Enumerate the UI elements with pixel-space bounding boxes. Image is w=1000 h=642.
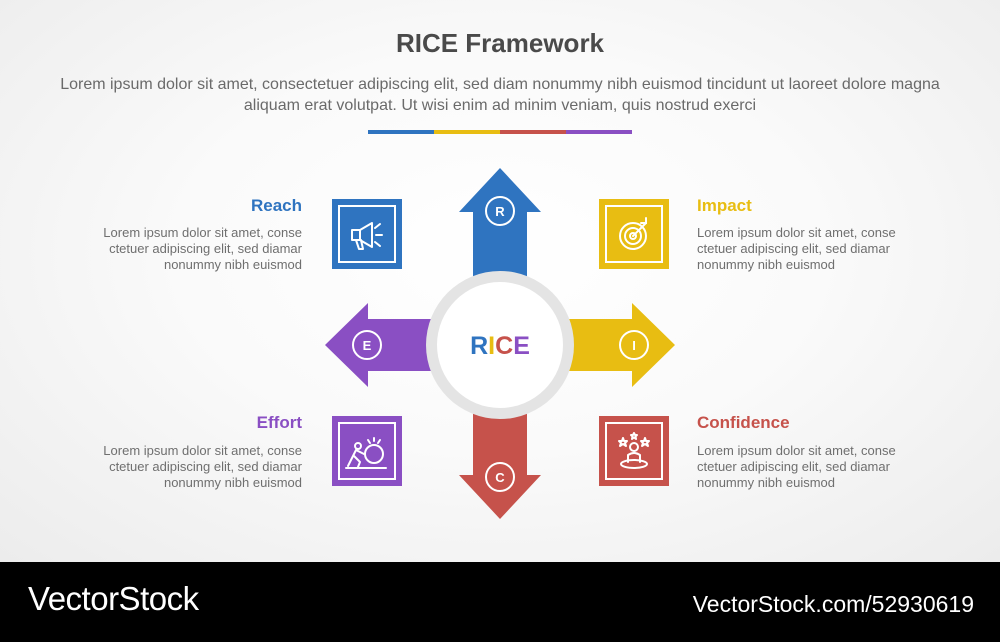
page-subtitle: Lorem ipsum dolor sit amet, consectetuer… bbox=[60, 76, 940, 114]
divider-bar-impact bbox=[434, 130, 500, 134]
confidence-badge bbox=[485, 462, 515, 492]
effort-desc-line: Lorem ipsum dolor sit amet, conse bbox=[103, 443, 302, 458]
center-disc bbox=[437, 282, 563, 408]
impact-badge bbox=[619, 330, 649, 360]
impact-description: Lorem ipsum dolor sit amet, conse ctetue… bbox=[697, 225, 937, 273]
reach-desc-line: Lorem ipsum dolor sit amet, conse bbox=[103, 225, 302, 240]
effort-badge-letter: E bbox=[363, 338, 372, 353]
megaphone-icon bbox=[351, 222, 383, 250]
target-icon bbox=[619, 217, 647, 250]
divider-bar-confidence bbox=[500, 130, 566, 134]
divider-bar-reach bbox=[368, 130, 434, 134]
center-rice-text: RICE bbox=[470, 332, 530, 360]
confidence-arrow bbox=[459, 400, 541, 519]
vectorstock-logo: VectorStock bbox=[28, 580, 199, 617]
confidence-badge-letter: C bbox=[495, 470, 505, 485]
center-letter-c: C bbox=[495, 332, 513, 360]
confidence-desc-line: ctetuer adipiscing elit, sed diamar bbox=[697, 459, 890, 474]
confidence-desc-line: nonummy nibh euismod bbox=[697, 475, 836, 490]
divider-bar-effort bbox=[566, 130, 632, 134]
page-title: RICE Framework bbox=[395, 28, 605, 58]
reach-badge-letter: R bbox=[495, 204, 505, 219]
center-letter-i: I bbox=[488, 332, 495, 360]
reach-arrow bbox=[459, 168, 541, 290]
impact-desc-line: Lorem ipsum dolor sit amet, conse bbox=[697, 225, 896, 240]
reach-desc-line: ctetuer adipiscing elit, sed diamar bbox=[109, 241, 302, 256]
reach-desc-line: nonummy nibh euismod bbox=[163, 257, 302, 272]
impact-desc-line: nonummy nibh euismod bbox=[697, 257, 836, 272]
impact-desc-line: ctetuer adipiscing elit, sed diamar bbox=[697, 241, 890, 256]
infographic-canvas: RICE Framework Lorem ipsum dolor sit ame… bbox=[0, 0, 1000, 562]
effort-arrow bbox=[325, 303, 440, 387]
impact-label: Impact bbox=[697, 196, 752, 215]
person-stars-icon bbox=[618, 432, 650, 469]
impact-icon-box bbox=[599, 199, 669, 269]
impact-arrow bbox=[560, 303, 675, 387]
pushing-boulder-icon bbox=[345, 437, 387, 469]
confidence-icon-box bbox=[599, 416, 669, 486]
reach-description: Lorem ipsum dolor sit amet, conse ctetue… bbox=[62, 225, 302, 273]
effort-badge bbox=[352, 330, 382, 360]
effort-desc-line: nonummy nibh euismod bbox=[163, 475, 302, 490]
effort-label: Effort bbox=[256, 413, 302, 432]
reach-icon-box bbox=[332, 199, 402, 269]
reach-label: Reach bbox=[250, 196, 302, 215]
confidence-desc-line: Lorem ipsum dolor sit amet, conse bbox=[697, 443, 896, 458]
center-letter-e: E bbox=[513, 332, 530, 360]
effort-description: Lorem ipsum dolor sit amet, conse ctetue… bbox=[62, 443, 302, 491]
watermark-footer: VectorStock VectorStock.com/52930619 bbox=[0, 562, 1000, 642]
confidence-label: Confidence bbox=[697, 413, 790, 432]
impact-badge-letter: I bbox=[632, 338, 636, 353]
confidence-description: Lorem ipsum dolor sit amet, conse ctetue… bbox=[697, 443, 937, 491]
rice-arrow-diagram: RICE R I C E bbox=[325, 168, 675, 519]
effort-desc-line: ctetuer adipiscing elit, sed diamar bbox=[109, 459, 302, 474]
reach-badge bbox=[485, 196, 515, 226]
image-id: VectorStock.com/52930619 bbox=[692, 591, 974, 617]
center-letter-r: R bbox=[470, 332, 488, 360]
effort-icon-box bbox=[332, 416, 402, 486]
